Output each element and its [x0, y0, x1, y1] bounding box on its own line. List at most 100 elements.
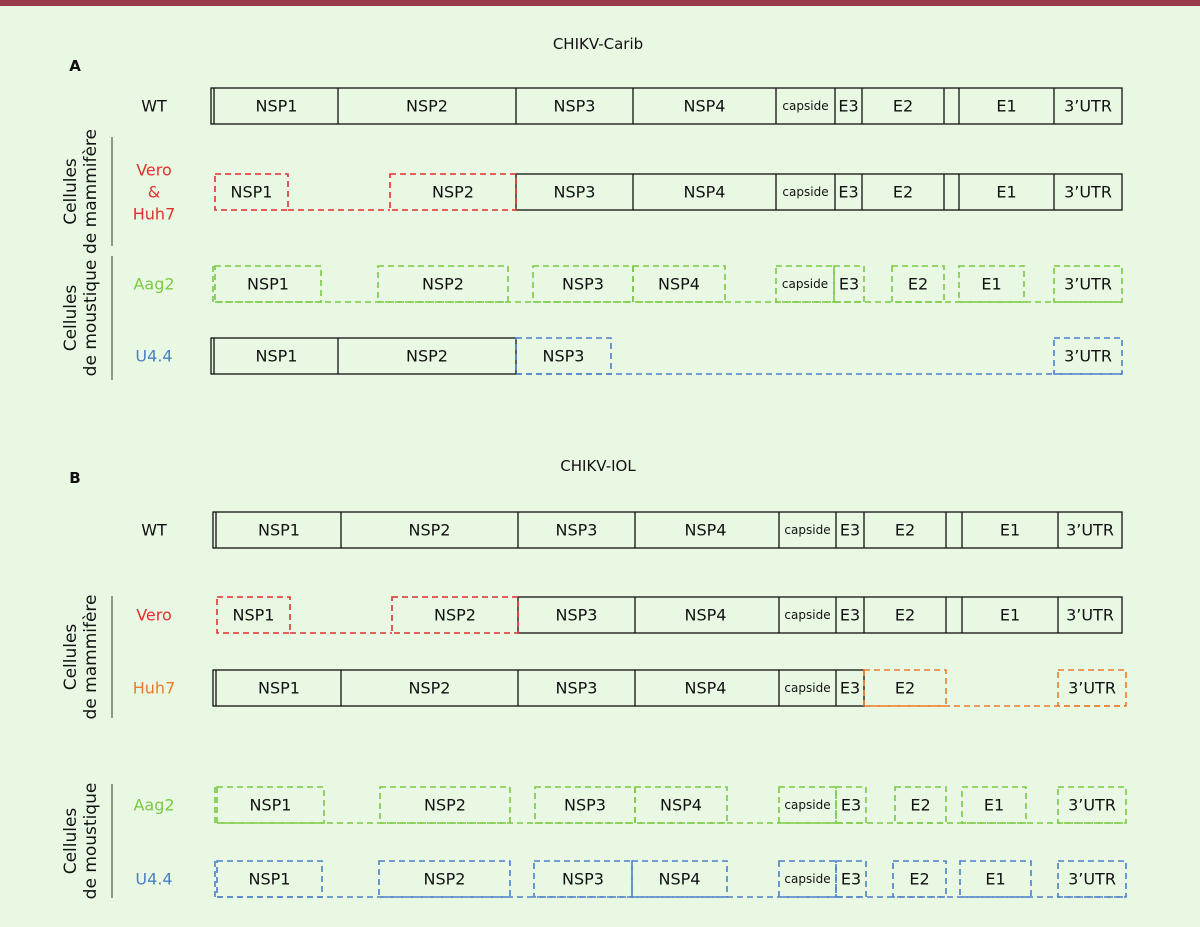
segment-label: NSP3	[556, 679, 598, 698]
segment-label: E2	[910, 796, 930, 815]
segment-label: NSP4	[685, 521, 727, 540]
segment-label: E2	[895, 521, 915, 540]
segment-label: 3’UTR	[1064, 347, 1112, 366]
kept-fragment	[377, 265, 509, 303]
genome-outline	[212, 511, 1123, 549]
segment-label: E1	[984, 796, 1004, 815]
segment-label: NSP3	[556, 606, 598, 625]
kept-fragment	[216, 860, 323, 898]
segment-label: capside	[782, 277, 828, 291]
segment-label: NSP2	[432, 183, 474, 202]
kept-fragment	[391, 596, 519, 634]
segment-label: NSP1	[250, 796, 292, 815]
row-label: Vero	[136, 161, 172, 180]
segment-label: NSP4	[684, 97, 726, 116]
row-label: U4.4	[135, 347, 172, 366]
segment-label: 3’UTR	[1064, 97, 1112, 116]
segment-label: 3’UTR	[1064, 183, 1112, 202]
row-label: Aag2	[133, 796, 174, 815]
segment-label: E1	[981, 275, 1001, 294]
row-label: WT	[141, 97, 167, 116]
segment-label: capside	[784, 798, 830, 812]
row-label: &	[148, 183, 160, 202]
panel-title: CHIKV-IOL	[560, 457, 636, 475]
kept-fragment	[378, 860, 511, 898]
kept-fragment	[958, 265, 1025, 303]
svg-text:de moustique: de moustique	[81, 260, 101, 377]
svg-text:de moustique: de moustique	[81, 783, 101, 900]
kept-fragment	[634, 786, 728, 824]
segment-label: NSP3	[543, 347, 585, 366]
segment-label: NSP4	[660, 796, 702, 815]
segment-label: 3’UTR	[1066, 606, 1114, 625]
segment-label: NSP1	[258, 679, 300, 698]
kept-fragment	[959, 860, 1032, 898]
segment-label: NSP3	[562, 870, 604, 889]
segment-label: E2	[908, 275, 928, 294]
kept-fragment	[214, 173, 289, 211]
segment-label: E3	[840, 521, 860, 540]
segment-label: NSP2	[424, 870, 466, 889]
kept-fragment	[214, 265, 322, 303]
segment-label: E2	[909, 870, 929, 889]
row-label: Aag2	[133, 275, 174, 294]
row-label: Huh7	[133, 205, 176, 224]
segment-label: capside	[784, 872, 830, 886]
kept-fragment	[1057, 786, 1127, 824]
kept-fragment	[379, 786, 511, 824]
segment-label: 3’UTR	[1068, 870, 1116, 889]
segment-label: E3	[838, 183, 858, 202]
kept-fragment	[631, 860, 728, 898]
segment-label: capside	[784, 681, 830, 695]
row-label: U4.4	[135, 870, 172, 889]
segment-label: NSP4	[658, 275, 700, 294]
segment-label: E3	[841, 796, 861, 815]
segment-label: capside	[782, 99, 828, 113]
segment-label: E1	[985, 870, 1005, 889]
segment-label: NSP3	[556, 521, 598, 540]
panel-letter: A	[69, 57, 81, 75]
panel-title: CHIKV-Carib	[553, 35, 643, 53]
segment-label: 3’UTR	[1068, 796, 1116, 815]
row-label: WT	[141, 521, 167, 540]
segment-label: NSP4	[685, 606, 727, 625]
segment-label: E3	[840, 679, 860, 698]
genome-outline	[210, 87, 1123, 125]
kept-fragment	[534, 786, 636, 824]
kept-fragment	[961, 786, 1027, 824]
segment-label: NSP1	[256, 347, 298, 366]
panel-letter: B	[69, 469, 80, 487]
segment-label: NSP1	[233, 606, 275, 625]
segment-label: E1	[996, 97, 1016, 116]
segment-label: NSP2	[406, 97, 448, 116]
segment-label: E2	[893, 183, 913, 202]
kept-fragment	[894, 786, 947, 824]
kept-fragment	[515, 337, 612, 375]
segment-label: 3’UTR	[1066, 521, 1114, 540]
segment-label: 3’UTR	[1064, 275, 1112, 294]
kept-fragment	[1053, 265, 1123, 303]
svg-text:de mammifère: de mammifère	[81, 129, 101, 254]
segment-label: NSP1	[256, 97, 298, 116]
segment-label: E3	[839, 275, 859, 294]
segment-label: E2	[893, 97, 913, 116]
svg-text:Cellules: Cellules	[61, 624, 81, 691]
segment-label: capside	[784, 608, 830, 622]
svg-text:Cellules: Cellules	[61, 808, 81, 875]
svg-text:Cellules: Cellules	[61, 158, 81, 225]
segment-label: NSP2	[409, 679, 451, 698]
segment-label: E1	[1000, 606, 1020, 625]
kept-fragment	[1053, 337, 1123, 375]
